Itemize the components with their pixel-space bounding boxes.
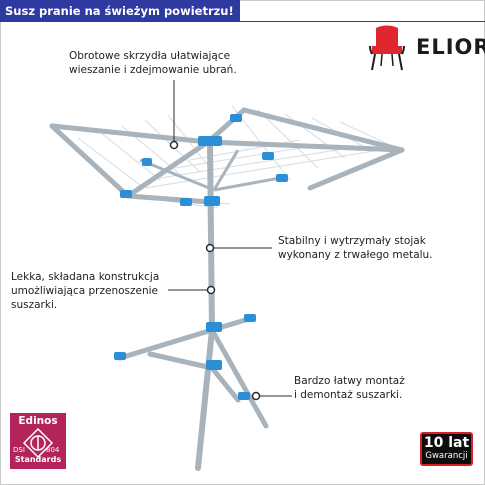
- certificate-number: 804: [46, 446, 60, 454]
- dryer-legs: [117, 315, 269, 429]
- callout-dots: [169, 140, 261, 401]
- certificate-name: Edinos: [18, 415, 58, 427]
- certificate-standards: Standards: [14, 455, 62, 464]
- brand-name: ELIOR: [416, 35, 485, 59]
- dryer-pole: [195, 139, 215, 471]
- warranty-label: Gwarancji: [425, 451, 468, 461]
- chair-icon: [369, 25, 405, 71]
- blue-joints: [114, 114, 288, 400]
- dryer-arms: [49, 107, 405, 205]
- dryer-braces: [139, 149, 281, 192]
- caption-rotating-arms: Obrotowe skrzydła ułatwiające wieszanie …: [69, 50, 237, 76]
- certificate-shield-icon: [10, 413, 66, 469]
- warranty-value: 10 lat: [423, 435, 470, 451]
- caption-easy-assembly: Bardzo łatwy montaż i demontaż suszarki.: [294, 375, 405, 401]
- edinos-certificate-badge: Edinos DSI 804 Standards: [10, 413, 66, 469]
- caption-sturdy-stand: Stabilny i wytrzymały stojak wykonany z …: [278, 235, 433, 261]
- header-title: Susz pranie na świeżym powietrzu!: [0, 0, 240, 22]
- certificate-left: DSI: [13, 446, 25, 454]
- brand-logo: ELIOR: [362, 24, 485, 72]
- callout-lines: [168, 80, 292, 397]
- caption-foldable-construction: Lekka, składana konstrukcja umożliwiając…: [11, 271, 160, 311]
- header-divider: [0, 21, 485, 22]
- warranty-badge: 10 lat Gwarancji: [420, 432, 473, 466]
